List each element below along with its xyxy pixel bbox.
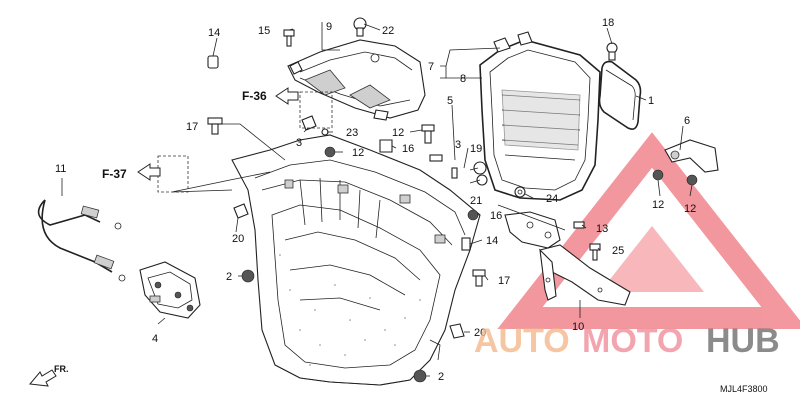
callout-2b: 2 <box>438 371 444 383</box>
reference-f37[interactable]: F-37 <box>102 167 127 181</box>
latch-assembly <box>139 261 201 319</box>
callout-7: 7 <box>428 61 434 73</box>
lid-seal <box>598 60 642 130</box>
callout-19: 19 <box>470 143 482 155</box>
callout-2a: 2 <box>226 271 232 283</box>
callout-8: 8 <box>460 73 466 85</box>
callout-22: 22 <box>382 25 394 37</box>
callout-16b: 16 <box>490 210 502 222</box>
bracket-plate <box>539 244 631 306</box>
callout-6: 6 <box>684 115 690 127</box>
storage-lid <box>479 31 601 201</box>
callout-20a: 20 <box>232 233 244 245</box>
hinge-bracket <box>664 139 719 173</box>
callout-15: 15 <box>258 25 270 37</box>
callout-3b: 3 <box>455 139 461 151</box>
callout-1: 1 <box>648 95 654 107</box>
callout-14b: 14 <box>486 235 498 247</box>
watermark-moto: MOTO <box>582 322 683 360</box>
reference-arrow-f36[interactable]: F-36 <box>242 87 299 105</box>
diagram-code: MJL4F3800 <box>720 384 768 394</box>
front-label: FR. <box>54 364 69 374</box>
fasteners <box>207 17 698 383</box>
callout-10: 10 <box>572 321 584 333</box>
callout-21: 21 <box>470 195 482 207</box>
callout-24: 24 <box>546 193 558 205</box>
callout-9: 9 <box>326 21 332 33</box>
callout-25: 25 <box>612 245 624 257</box>
reference-arrow-f37[interactable]: F-37 <box>102 163 161 181</box>
storage-box <box>231 134 481 386</box>
callout-12b: 12 <box>392 127 404 139</box>
callout-11: 11 <box>55 163 66 175</box>
release-cable <box>37 199 126 282</box>
callout-17a: 17 <box>186 121 198 133</box>
front-direction-arrow: FR. <box>29 364 69 387</box>
watermark-text: AUTO MOTO HUB <box>474 322 780 360</box>
callout-5: 5 <box>447 95 453 107</box>
watermark-auto: AUTO <box>474 322 570 360</box>
callout-13: 13 <box>596 223 608 235</box>
reference-f36[interactable]: F-36 <box>242 89 267 103</box>
callout-12d: 12 <box>684 203 696 215</box>
callout-numbers: 1 2 2 3 3 4 5 6 7 8 9 10 11 12 12 12 12 … <box>55 17 696 383</box>
callout-12a: 12 <box>352 147 364 159</box>
watermark-hub: HUB <box>706 322 780 360</box>
callout-18: 18 <box>602 17 614 29</box>
leader-lines <box>61 22 693 377</box>
callout-17b: 17 <box>498 275 510 287</box>
upper-cover <box>287 39 426 121</box>
callout-16a: 16 <box>402 143 414 155</box>
callout-20b: 20 <box>474 327 486 339</box>
side-bracket <box>497 204 566 249</box>
watermark-logo <box>497 132 800 329</box>
callout-3a: 3 <box>296 137 302 149</box>
callout-4: 4 <box>152 333 158 345</box>
callout-14a: 14 <box>208 27 220 39</box>
callout-23: 23 <box>346 127 358 139</box>
callout-12c: 12 <box>652 199 664 211</box>
